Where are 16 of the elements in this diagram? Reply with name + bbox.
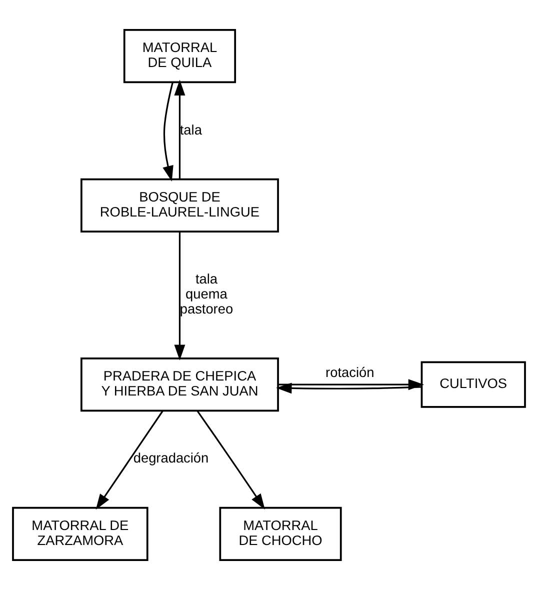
arrow bbox=[174, 79, 186, 179]
node-box: MATORRAL DE CHOCHO bbox=[219, 506, 342, 560]
edge-label: tala quema pastoreo bbox=[180, 271, 234, 316]
arrow bbox=[276, 382, 422, 394]
edge-label: degradación bbox=[133, 450, 209, 466]
arrow bbox=[162, 82, 174, 182]
edge-label: rotación bbox=[326, 364, 374, 380]
node-box: CULTIVOS bbox=[420, 360, 526, 408]
arrow bbox=[174, 231, 186, 360]
arrow bbox=[196, 410, 265, 509]
node-box: MATORRAL DE ZARZAMORA bbox=[12, 506, 148, 560]
node-box: BOSQUE DE ROBLE-LAUREL-LINGUE bbox=[80, 178, 279, 232]
node-box: PRADERA DE CHEPICA Y HIERBA DE SAN JUAN bbox=[80, 357, 279, 412]
node-box: MATORRAL DE QUILA bbox=[123, 28, 236, 83]
edge-label: tala bbox=[180, 122, 202, 137]
arrow bbox=[96, 410, 164, 510]
